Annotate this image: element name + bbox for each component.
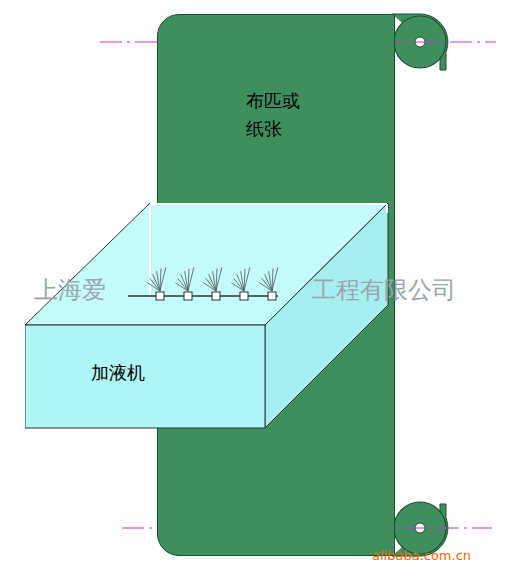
watermark: 上海爱 [34, 274, 106, 306]
node-label: 布匹或 纸张 [246, 87, 307, 143]
node-label: 加液机 [91, 361, 145, 385]
box-outline [25, 203, 389, 429]
bottom-roller [392, 502, 448, 556]
liquid-applicator-box: 加液机 [25, 203, 389, 429]
watermark: alibaba.com.cn [372, 548, 471, 563]
watermark: 工程有限公司 [312, 274, 456, 306]
